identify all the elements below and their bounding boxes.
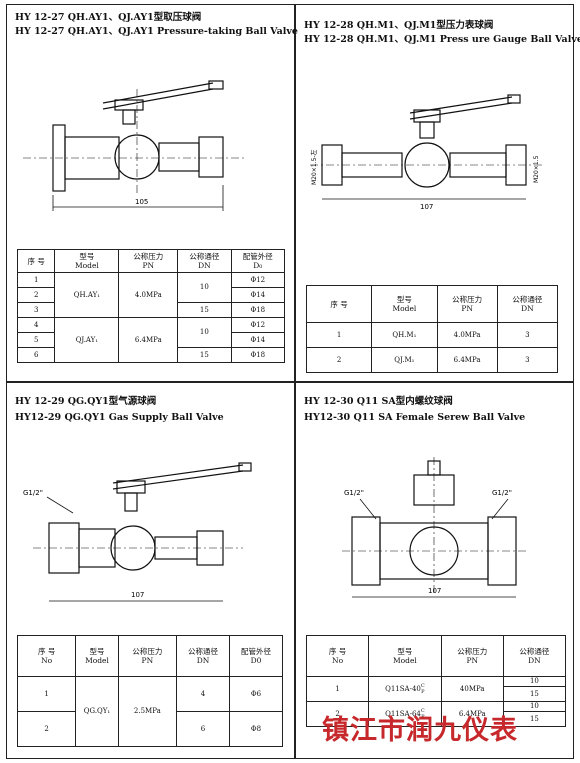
dimension-label: 107: [420, 203, 433, 211]
panel-title-cn: HY 12-28 QH.M1、QJ.M1型压力表球阀: [304, 20, 494, 31]
header-pn: 公称压力 PN: [436, 285, 498, 323]
catalog-page: HY 12-27 QH.AY1、QJ.AY1型取压球阀 HY 12-27 QH.…: [6, 4, 580, 759]
header-d0: 配管外径 D0: [228, 635, 284, 677]
table-row: 15: [307, 711, 567, 727]
valve-drawing: 105: [23, 80, 245, 211]
valve-drawing: 107 M20×1.5-左 M20×1.5: [310, 94, 542, 211]
spec-table: 序 号 No 型号 Model 公称压力 PN 公称通径 DN 配管外径 D0 …: [16, 635, 284, 747]
horizontal-divider: [7, 381, 573, 383]
valve-drawing: G1/2" 107: [23, 462, 252, 602]
panel-title-en: HY12-29 QG.QY1 Gas Supply Ball Valve: [15, 412, 224, 423]
thread-label-right: M20×1.5: [533, 155, 540, 183]
table-header-row: 序 号 型号 Model 公称压力 PN 公称通径 DN 配管外径 D₀: [16, 249, 286, 273]
header-d0: 配管外径 D₀: [230, 249, 286, 273]
header-model: 型号 Model: [54, 249, 120, 273]
panel-title-cn: HY 12-27 QH.AY1、QJ.AY1型取压球阀: [15, 12, 202, 23]
header-model: 型号 Model: [368, 635, 442, 677]
header-pn: 公称压力 PN: [117, 635, 177, 677]
thread-label-left: M20×1.5-左: [310, 149, 318, 185]
panel-hy-12-28: HY 12-28 QH.M1、QJ.M1型压力表球阀 HY 12-28 QH.M…: [296, 5, 580, 381]
panel-title-en: HY12-30 Q11 SA Female Serew Ball Valve: [304, 412, 526, 423]
header-pn: 公称压力 PN: [118, 249, 179, 273]
table-header-row: 序 号 No 型号 Model 公称压力 PN 公称通径 DN 配管外径 D0: [16, 635, 284, 677]
panel-title-cn: HY 12-29 QG.QY1型气源球阀: [15, 396, 157, 407]
watermark: 镇江市润九仪表: [322, 715, 518, 746]
thread-label-left: G1/2": [344, 489, 364, 497]
panel-title-cn: HY 12-30 Q11 SA型内螺纹球阀: [304, 396, 453, 407]
table-header-row: 序 号 型号 Model 公称压力 PN 公称通径 DN: [305, 285, 559, 323]
header-no: 序 号: [305, 285, 373, 323]
dimension-label: 107: [428, 587, 441, 595]
header-dn: 公称通径 DN: [496, 285, 559, 323]
panel-hy-12-27: HY 12-27 QH.AY1、QJ.AY1型取压球阀 HY 12-27 QH.…: [7, 5, 298, 381]
header-model: 型号 Model: [75, 635, 119, 677]
panel-title-en: HY 12-28 QH.M1、QJ.M1 Press ure Gauge Bal…: [304, 34, 580, 45]
thread-label-right: G1/2": [492, 489, 512, 497]
panel-hy-12-29: HY 12-29 QG.QY1型气源球阀 HY12-29 QG.QY1 Gas …: [7, 383, 294, 759]
valve-drawing: G1/2" G1/2" 107: [342, 457, 528, 598]
table-header-row: 序 号 No 型号 Model 公称压力 PN 公称通径 DN: [305, 635, 567, 677]
header-dn: 公称通径 DN: [177, 249, 232, 273]
header-model: 型号 Model: [371, 285, 438, 323]
header-dn: 公称通径 DN: [175, 635, 230, 677]
header-pn: 公称压力 PN: [440, 635, 504, 677]
dimension-label: 105: [135, 198, 148, 206]
panel-hy-12-30: HY 12-30 Q11 SA型内螺纹球阀 HY12-30 Q11 SA Fem…: [296, 383, 573, 759]
header-no: 序 号: [16, 249, 56, 273]
thread-label: G1/2": [23, 489, 43, 497]
panel-title-en: HY 12-27 QH.AY1、QJ.AY1 Pressure-taking B…: [15, 26, 298, 37]
dimension-label: 107: [131, 591, 144, 599]
header-no: 序 号 No: [16, 635, 77, 677]
header-no: 序 号 No: [305, 635, 370, 677]
header-dn: 公称通径 DN: [502, 635, 567, 677]
